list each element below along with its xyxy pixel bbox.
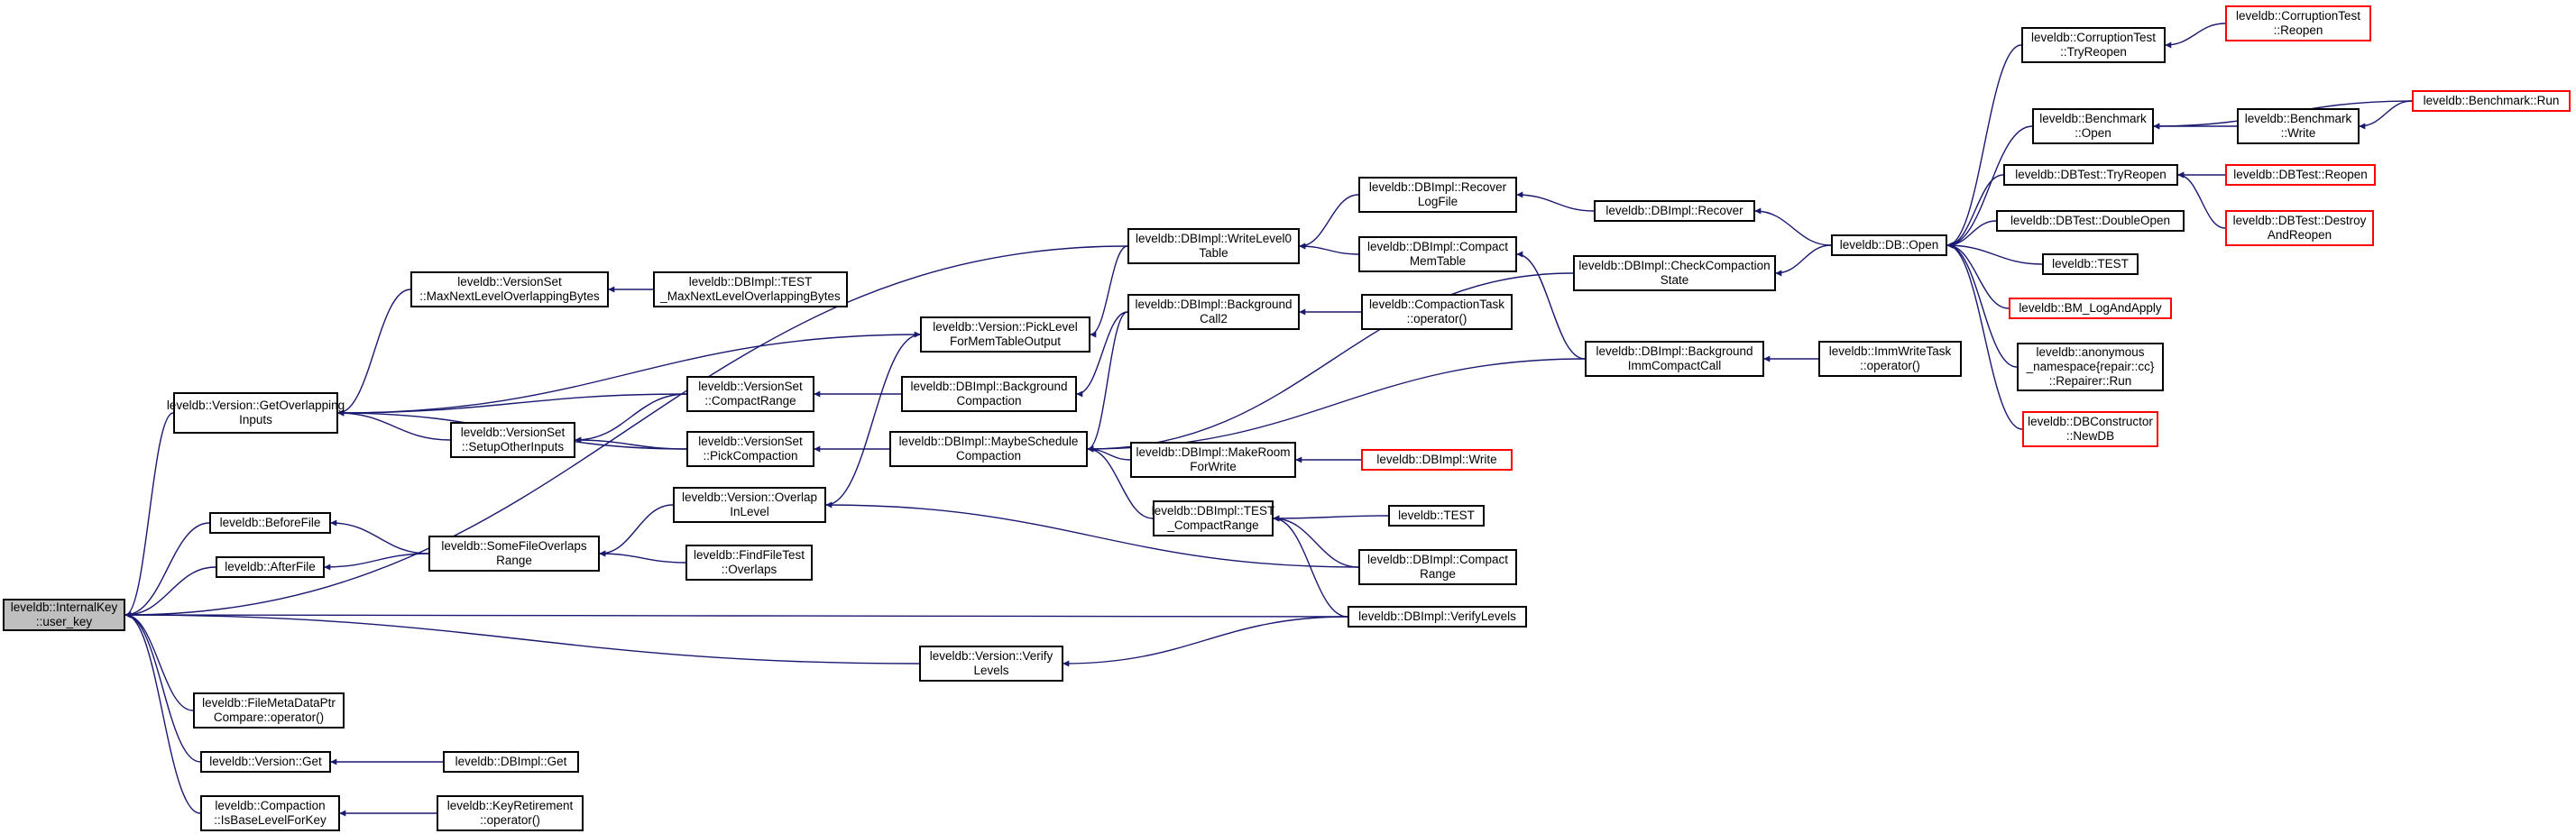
node-dbtest-doubleopen[interactable]: leveldb::DBTest::DoubleOpen (1996, 210, 2185, 232)
node-dbimpl-writelevel0table[interactable]: leveldb::DBImpl::WriteLevel0 Table (1127, 228, 1300, 264)
node-beforefile[interactable]: leveldb::BeforeFile (209, 512, 331, 534)
edge-test_plain2-to-db_open (1946, 242, 2043, 265)
edge-dbconstructor-to-db_open (1946, 242, 2023, 430)
edge-isbaselevel-to-user_key (124, 611, 201, 814)
edge-dbimpl_recover-to-recoverlogfile (1516, 191, 1595, 212)
edge-somefileoverlaps-to-beforefile (330, 519, 429, 554)
node-db-open[interactable]: leveldb::DB::Open (1831, 234, 1947, 256)
node-dbimpl-verifylevels[interactable]: leveldb::DBImpl::VerifyLevels (1348, 606, 1527, 628)
edge-checkcompaction-to-maybeschedule (1087, 272, 1574, 453)
node-dbimpl-get[interactable]: leveldb::DBImpl::Get (443, 751, 579, 773)
node-dbimpl-test-maxnextleveloverlappingbytes[interactable]: leveldb::DBImpl::TEST _MaxNextLevelOverl… (653, 271, 848, 307)
edge-findfiletest-to-somefileoverlaps (599, 550, 686, 564)
node-compaction-isbaselevelforkey[interactable]: leveldb::Compaction ::IsBaseLevelForKey (200, 795, 340, 831)
edge-dbimpl_compactrange-to-test_compactrange (1273, 515, 1359, 568)
node-benchmark-open[interactable]: leveldb::Benchmark ::Open (2032, 108, 2154, 144)
node-dbimpl-recover[interactable]: leveldb::DBImpl::Recover (1594, 200, 1755, 222)
edge-vs_compactrange-to-setupotherinputs (575, 393, 687, 444)
edge-version_verify-to-user_key (124, 611, 920, 664)
edge-somefileoverlaps-to-afterfile (324, 553, 429, 571)
node-dbtest-tryreopen[interactable]: leveldb::DBTest::TryReopen (2003, 164, 2178, 186)
edge-overlapinlevel-to-picklevelformemtable (825, 331, 921, 506)
node-dbimpl-recoverlogfile[interactable]: leveldb::DBImpl::Recover LogFile (1358, 177, 1517, 213)
node-corruptiontest-tryreopen[interactable]: leveldb::CorruptionTest ::TryReopen (2021, 27, 2166, 63)
node-somefileoverlapsrange[interactable]: leveldb::SomeFileOverlaps Range (428, 536, 600, 572)
node-immwritetask-operator[interactable]: leveldb::ImmWriteTask ::operator() (1818, 341, 1962, 377)
node-version-picklevelformemtableoutput[interactable]: leveldb::Version::PickLevel ForMemTableO… (920, 316, 1090, 353)
edge-dbtest_tryreopen-to-db_open (1946, 174, 2004, 249)
node-dbtest-reopen[interactable]: leveldb::DBTest::Reopen (2225, 164, 2376, 186)
edge-picklevelformemtable-to-getoverlapping (337, 334, 921, 417)
edge-beforefile-to-user_key (124, 522, 210, 619)
node-versionset-compactrange[interactable]: leveldb::VersionSet ::CompactRange (686, 376, 814, 412)
edge-repairer_run-to-db_open (1946, 242, 2018, 368)
node-versionset-setupotherinputs[interactable]: leveldb::VersionSet ::SetupOtherInputs (450, 422, 575, 458)
edge-getoverlapping-to-user_key (124, 412, 174, 619)
edge-dbimpl_compactrange-to-overlapinlevel (825, 501, 1359, 568)
edge-db_open-to-checkcompaction (1775, 244, 1832, 277)
node-benchmark-run[interactable]: leveldb::Benchmark::Run (2412, 90, 2571, 112)
edge-test_plain-to-test_compactrange (1273, 515, 1389, 522)
node-dbimpl-backgroundcompaction[interactable]: leveldb::DBImpl::Background Compaction (901, 376, 1077, 412)
node-version-overlapinlevel[interactable]: leveldb::Version::Overlap InLevel (673, 487, 826, 523)
node-dbconstructor-newdb[interactable]: leveldb::DBConstructor ::NewDB (2022, 411, 2158, 447)
edge-bg_call2-to-maybeschedule (1087, 311, 1128, 453)
node-compactiontask-operator[interactable]: leveldb::CompactionTask ::operator() (1361, 294, 1513, 330)
node-version-get[interactable]: leveldb::Version::Get (200, 751, 331, 773)
edge-verifylevels-to-user_key (124, 611, 1348, 619)
node-test-2[interactable]: leveldb::TEST (2042, 253, 2139, 275)
node-dbimpl-compactmemtable[interactable]: leveldb::DBImpl::Compact MemTable (1358, 236, 1517, 272)
node-dbimpl-backgroundcall2[interactable]: leveldb::DBImpl::Background Call2 (1127, 294, 1300, 330)
edge-versionget-to-user_key (124, 611, 201, 763)
node-benchmark-write[interactable]: leveldb::Benchmark ::Write (2237, 108, 2360, 144)
node-version-verifylevels[interactable]: leveldb::Version::Verify Levels (919, 646, 1063, 682)
node-dbimpl-checkcompactionstate[interactable]: leveldb::DBImpl::CheckCompaction State (1573, 255, 1776, 291)
edge-compactmemtable-to-writelevel0 (1299, 243, 1359, 255)
edge-corruption_reopen-to-corruption_tryreopen (2165, 23, 2226, 49)
node-dbimpl-maybeschedulecompaction[interactable]: leveldb::DBImpl::MaybeSchedule Compactio… (889, 431, 1088, 467)
edge-writelevel0-to-picklevelformemtable (1090, 245, 1128, 338)
node-dbimpl-test-compactrange[interactable]: leveldb::DBImpl::TEST _CompactRange (1152, 500, 1274, 536)
edge-recoverlogfile-to-writelevel0 (1299, 194, 1359, 250)
node-internalkey-user-key: leveldb::InternalKey ::user_key (3, 599, 125, 631)
edge-vs_pickcompaction-to-setupotherinputs (575, 436, 687, 450)
node-corruptiontest-reopen[interactable]: leveldb::CorruptionTest ::Reopen (2225, 5, 2371, 41)
edge-bg_immcompact-to-maybeschedule (1087, 358, 1586, 453)
node-findfiletest-overlaps[interactable]: leveldb::FindFileTest ::Overlaps (685, 545, 813, 581)
node-dbimpl-backgroundimmcompactcall[interactable]: leveldb::DBImpl::Background ImmCompactCa… (1585, 341, 1764, 377)
node-dbtest-destroyandreopen[interactable]: leveldb::DBTest::Destroy AndReopen (2225, 210, 2374, 246)
edge-overlapinlevel-to-somefileoverlaps (599, 504, 674, 557)
edge-maxnextlevel-to-getoverlapping (337, 289, 411, 417)
node-dbimpl-compactrange[interactable]: leveldb::DBImpl::Compact Range (1358, 549, 1517, 585)
node-bm-logandapply[interactable]: leveldb::BM_LogAndApply (2009, 298, 2172, 319)
edge-bm_logandapply-to-db_open (1946, 242, 2010, 309)
edge-test_compactrange-to-maybeschedule (1087, 445, 1154, 519)
edge-bg_call2-to-bg_compaction (1076, 311, 1128, 398)
node-version-getoverlappinginputs[interactable]: leveldb::Version::GetOverlapping Inputs (167, 392, 345, 434)
node-test[interactable]: leveldb::TEST (1388, 505, 1485, 527)
node-afterfile[interactable]: leveldb::AfterFile (216, 556, 325, 578)
edge-vs_compactrange-to-getoverlapping (337, 393, 687, 417)
node-filemetadataptrcompare[interactable]: leveldb::FileMetaDataPtr Compare::operat… (193, 692, 345, 729)
node-dbimpl-makeroomforwrite[interactable]: leveldb::DBImpl::MakeRoom ForWrite (1130, 442, 1296, 478)
edge-db_open-to-dbimpl_recover (1754, 207, 1832, 246)
edge-afterfile-to-user_key (124, 566, 216, 619)
node-repairer-run[interactable]: leveldb::anonymous _namespace{repair::cc… (2017, 343, 2164, 391)
node-versionset-pickcompaction[interactable]: leveldb::VersionSet ::PickCompaction (686, 431, 814, 467)
node-dbimpl-write[interactable]: leveldb::DBImpl::Write (1361, 449, 1513, 471)
edge-verifylevels-to-version_verify (1063, 616, 1348, 667)
edge-setupotherinputs-to-getoverlapping (337, 409, 451, 441)
node-versionset-maxnextleveloverlappingbytes[interactable]: leveldb::VersionSet ::MaxNextLevelOverla… (410, 271, 609, 307)
edge-dbtest_destroyreopen-to-dbtest_tryreopen (2177, 171, 2226, 229)
edge-benchmark_open-to-db_open (1946, 125, 2033, 249)
edge-verifylevels-to-test_compactrange (1273, 515, 1348, 618)
edge-benchmark_run-to-benchmark_write (2359, 100, 2413, 130)
edge-bg_immcompact-to-compactmemtable (1516, 251, 1586, 360)
node-keyretirement-operator[interactable]: leveldb::KeyRetirement ::operator() (437, 795, 584, 831)
edge-corruption_tryreopen-to-db_open (1946, 44, 2022, 249)
edge-writelevel0-to-user_key (124, 245, 1128, 619)
